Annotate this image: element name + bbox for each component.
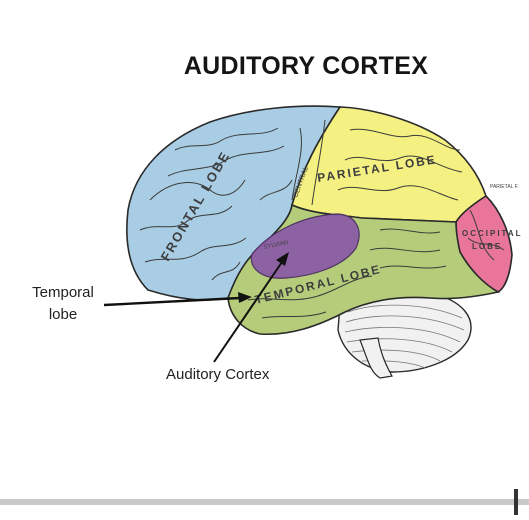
temporal-lobe-callout: Temporal lobe xyxy=(23,282,103,326)
auditory-cortex-callout: Auditory Cortex xyxy=(166,366,270,383)
cerebellum-folds xyxy=(344,304,465,369)
occipital-lobe-label-line2: LOBE xyxy=(472,242,502,251)
temporal-callout-line1: Temporal xyxy=(32,284,94,301)
brain-folds xyxy=(139,119,505,319)
occipital-lobe-label-line1: OCCIPITAL xyxy=(462,229,523,238)
temporal-callout-line2: lobe xyxy=(48,306,78,323)
horizontal-scrollbar[interactable] xyxy=(0,499,529,505)
auditory-cortex-arrow xyxy=(213,252,289,363)
scrollbar-handle[interactable] xyxy=(514,489,518,515)
diagram-title: AUDITORY CORTEX xyxy=(183,52,429,80)
parieto-occipital-label: PARIETAL F. xyxy=(490,184,519,190)
brainstem xyxy=(359,337,393,379)
temporal-lobe-arrow xyxy=(103,292,252,307)
sylvian-fissure-label: SYLVIAN xyxy=(263,240,289,251)
